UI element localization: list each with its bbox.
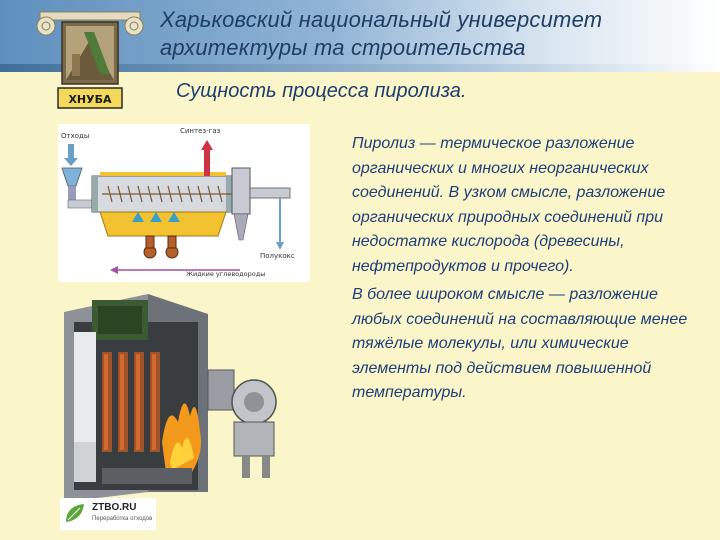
logo-text: ХНУБА [68,93,112,106]
university-logo: ХНУБА [36,11,144,109]
leaf-icon [66,504,84,522]
header-divider [0,64,720,72]
description-paragraph-2: В более широком смысле — разложение любы… [352,286,688,401]
label-liquid: Жидкие углеводороды [186,270,265,278]
label-output: Полукокс [260,252,295,260]
slide-title: Сущность процесса пиролиза. [176,80,467,102]
ztbo-name: ZTBO.RU [92,502,137,513]
label-input: Отходы [61,132,89,140]
pyrolysis-diagram: Отходы Синтез-газ Полукокс Жидкие углево… [58,124,310,282]
ztbo-watermark: ZTBO.RU Переработка отходов [60,498,156,530]
university-name-line2: архитектуры та строительства [160,35,526,60]
description-paragraph-1: Пиролиз — термическое разложение органич… [352,135,666,275]
university-name: Харьковский национальный университет арх… [160,6,700,62]
description-text: Пиролиз — термическое разложение органич… [352,132,712,410]
university-name-line1: Харьковский национальный университет [160,7,603,32]
pyrolysis-boiler-image [64,294,277,502]
ztbo-subtitle: Переработка отходов [92,516,153,522]
label-gas: Синтез-газ [180,127,221,135]
